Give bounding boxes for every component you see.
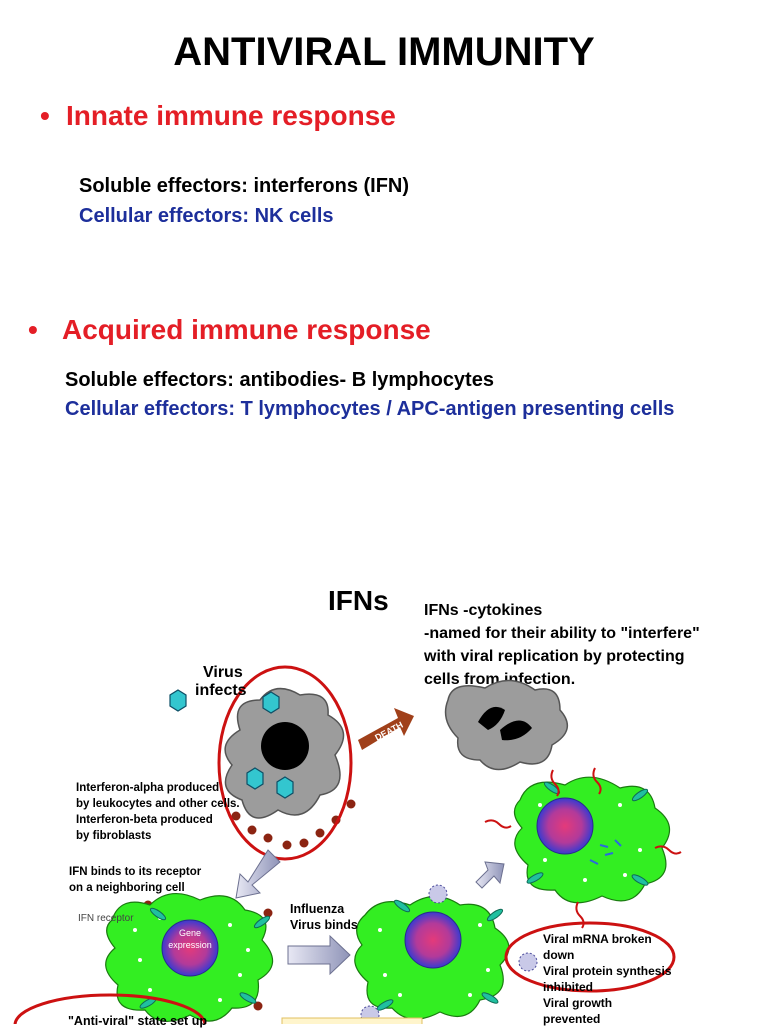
influenza-label: Influenza Virus binds: [290, 902, 358, 932]
receptor-cell: Gene expression: [105, 893, 274, 1022]
influenza-virus-icon: [428, 884, 448, 904]
acquired-heading: • Acquired immune response: [28, 314, 431, 346]
innate-soluble: Soluble effectors: interferons (IFN): [79, 175, 410, 197]
innate-heading: • Innate immune response: [40, 100, 396, 132]
infected-cell: [224, 687, 345, 819]
virus-icon: [169, 689, 187, 712]
influenza-virus-icon: [518, 952, 538, 972]
innate-cellular: Cellular effectors: NK cells: [79, 205, 334, 227]
ifn-receptor-label: IFN receptor: [78, 913, 134, 924]
virus-icons: [169, 689, 294, 799]
ifn-diagram: DEATH Gene ex: [13, 665, 682, 1024]
highlight-circle: [217, 665, 353, 861]
virus-icon: [262, 691, 280, 714]
bullet-icon: •: [40, 100, 50, 131]
death-arrow: DEATH: [358, 708, 414, 750]
arrow-up-icon: [475, 861, 505, 889]
acquired-cellular: Cellular effectors: T lymphocytes / APC-…: [65, 398, 675, 420]
innate-heading-text: Innate immune response: [66, 100, 396, 131]
infected-cell-nucleus: [261, 722, 309, 770]
acquired-soluble: Soluble effectors: antibodies- B lymphoc…: [65, 369, 494, 391]
ifn-note-line: cells from infection.: [424, 671, 576, 688]
anti-viral-state-label: "Anti-viral" state set up: [68, 1014, 207, 1028]
viral-effects-label: Viral mRNA broken down Viral protein syn…: [543, 932, 672, 1026]
slide-title: ANTIVIRAL IMMUNITY: [173, 30, 595, 74]
note-box: [281, 1017, 423, 1024]
ifn-description: IFNs -cytokines -named for their ability…: [424, 599, 724, 691]
arrow-down-icon: [235, 849, 281, 899]
ifn-note-line: -named for their ability to "interfere": [424, 625, 700, 642]
interferon-produced-label: Interferon-alpha produced by leukocytes …: [76, 782, 240, 842]
ifn-binds-label: IFN binds to its receptor on a neighbori…: [69, 866, 202, 894]
highlight-circle: [504, 921, 676, 993]
virus-icon: [246, 767, 264, 790]
ifn-note-line: with viral replication by protecting: [424, 648, 685, 665]
bullet-icon: •: [28, 314, 38, 345]
dead-cell: [444, 679, 569, 771]
virus-icon: [276, 776, 294, 799]
ifn-note-line: IFNs -cytokines: [424, 602, 543, 619]
highlight-circle: [13, 993, 207, 1024]
protected-cell: [484, 767, 682, 929]
gene-expression-label: Gene: [179, 928, 201, 938]
virus-infects-label: Virus infects: [195, 664, 247, 699]
acquired-heading-text: Acquired immune response: [62, 314, 431, 345]
ifns-title: IFNs: [328, 585, 389, 616]
infected-green-cell: [354, 884, 510, 1024]
gene-expression-label: expression: [168, 940, 212, 950]
arrow-right-icon: [287, 934, 351, 976]
